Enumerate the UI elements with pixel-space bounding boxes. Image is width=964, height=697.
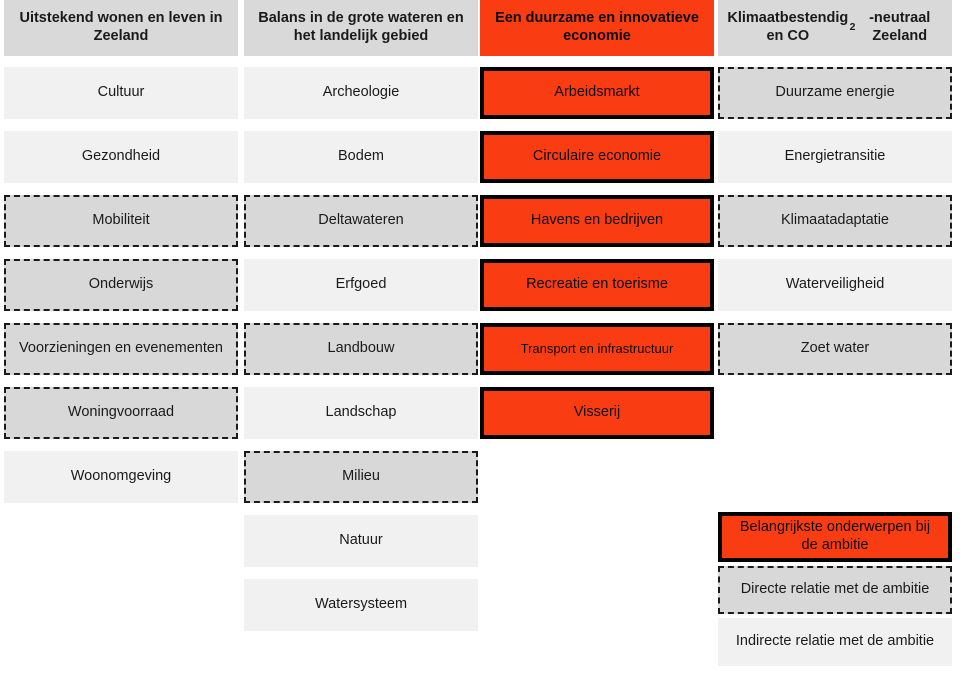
cell-klimaatbestendig-co2-5[interactable]: Zoet water	[718, 323, 952, 375]
cell-wonen-leven-2[interactable]: Gezondheid	[4, 131, 238, 183]
column-header-wonen-leven[interactable]: Uitstekend wonen en leven in Zeeland	[4, 0, 238, 56]
cell-balans-water-landelijk-9[interactable]: Watersysteem	[244, 579, 478, 631]
cell-duurzame-economie-5[interactable]: Transport en infrastructuur	[480, 323, 714, 375]
cell-klimaatbestendig-co2-2[interactable]: Energietransitie	[718, 131, 952, 183]
cell-klimaatbestendig-co2-1[interactable]: Duurzame energie	[718, 67, 952, 119]
cell-duurzame-economie-3[interactable]: Havens en bedrijven	[480, 195, 714, 247]
column-balans-water-landelijk: Balans in de grote wateren en het landel…	[244, 0, 478, 643]
cell-balans-water-landelijk-7[interactable]: Milieu	[244, 451, 478, 503]
column-header-duurzame-economie[interactable]: Een duurzame en innovatieve economie	[480, 0, 714, 56]
cell-balans-water-landelijk-5[interactable]: Landbouw	[244, 323, 478, 375]
cell-balans-water-landelijk-4[interactable]: Erfgoed	[244, 259, 478, 311]
cell-wonen-leven-5[interactable]: Voorzieningen en evenementen	[4, 323, 238, 375]
cell-wonen-leven-6[interactable]: Woningvoorraad	[4, 387, 238, 439]
cell-duurzame-economie-6[interactable]: Visserij	[480, 387, 714, 439]
legend-item-2[interactable]: Directe relatie met de ambitie	[718, 566, 952, 614]
cell-balans-water-landelijk-8[interactable]: Natuur	[244, 515, 478, 567]
cell-wonen-leven-4[interactable]: Onderwijs	[4, 259, 238, 311]
cell-wonen-leven-7[interactable]: Woonomgeving	[4, 451, 238, 503]
cell-duurzame-economie-4[interactable]: Recreatie en toerisme	[480, 259, 714, 311]
cell-wonen-leven-1[interactable]: Cultuur	[4, 67, 238, 119]
column-header-balans-water-landelijk[interactable]: Balans in de grote wateren en het landel…	[244, 0, 478, 56]
cell-balans-water-landelijk-2[interactable]: Bodem	[244, 131, 478, 183]
cell-duurzame-economie-1[interactable]: Arbeidsmarkt	[480, 67, 714, 119]
cell-balans-water-landelijk-6[interactable]: Landschap	[244, 387, 478, 439]
cell-klimaatbestendig-co2-3[interactable]: Klimaatadaptatie	[718, 195, 952, 247]
legend: Belangrijkste onderwerpen bij de ambitie…	[718, 512, 952, 670]
cell-wonen-leven-3[interactable]: Mobiliteit	[4, 195, 238, 247]
cell-klimaatbestendig-co2-4[interactable]: Waterveiligheid	[718, 259, 952, 311]
cell-balans-water-landelijk-3[interactable]: Deltawateren	[244, 195, 478, 247]
legend-item-1[interactable]: Belangrijkste onderwerpen bij de ambitie	[718, 512, 952, 562]
cell-balans-water-landelijk-1[interactable]: Archeologie	[244, 67, 478, 119]
legend-item-3[interactable]: Indirecte relatie met de ambitie	[718, 618, 952, 666]
cell-duurzame-economie-2[interactable]: Circulaire economie	[480, 131, 714, 183]
